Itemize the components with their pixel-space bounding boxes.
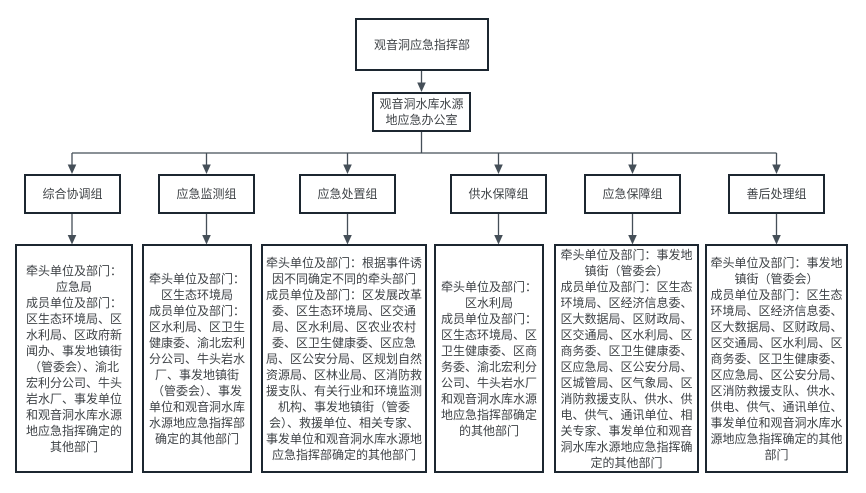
arrowhead-group-4 [494,164,503,174]
node-detail-support: 牵头单位及部门：事发地 镇街（管委会） 成员单位及部门：区生态 环境局、区经济信… [554,244,699,473]
node-emergency-office: 观音洞水库水源 地应急办公室 [372,92,471,132]
arrowhead-group-2 [202,164,211,174]
arrowhead-detail-3 [343,235,352,245]
arrowhead-detail-1 [67,235,77,245]
node-detail-coordination: 牵头单位及部门： 应急局 成员单位及部门： 区生态环境局、区 水利局、区政府新 … [15,244,133,473]
edge-group [71,71,778,235]
node-group-monitoring: 应急监测组 [158,174,255,214]
node-detail-aftermath: 牵头单位及部门：事发地 镇街（管委会） 成员单位及部门：区生态 环境局、区经济信… [705,244,848,473]
node-detail-water-supply: 牵头单位及部门： 区水利局 成员单位及部门： 区生态环境局、区 卫生健康委、区商… [434,244,544,473]
arrowhead-detail-4 [494,235,503,245]
arrowhead-detail-6 [772,235,781,245]
node-command-headquarters: 观音洞应急指挥部 [355,18,489,71]
arrowhead-detail-5 [628,235,637,245]
arrowhead-group-3 [343,164,352,174]
node-group-support: 应急保障组 [584,174,681,214]
node-group-aftermath: 善后处理组 [728,174,825,214]
node-group-coordination: 综合协调组 [24,174,121,214]
node-group-disposal: 应急处置组 [299,174,396,214]
arrowhead-group [67,82,781,245]
node-group-water-supply: 供水保障组 [450,174,547,214]
arrowhead-office [417,82,426,92]
arrowhead-group-1 [67,164,77,174]
arrowhead-group-6 [772,164,781,174]
node-detail-monitoring: 牵头单位及部门： 区生态环境局 成员单位及部门： 区水利局、区卫生 健康委、渝北… [142,244,252,473]
node-detail-disposal: 牵头单位及部门：根据事件诱 因不同确定不同的牵头部门 成员单位及部门：区发展改革… [261,244,427,473]
arrowhead-detail-2 [202,235,211,245]
arrowhead-group-5 [628,164,637,174]
